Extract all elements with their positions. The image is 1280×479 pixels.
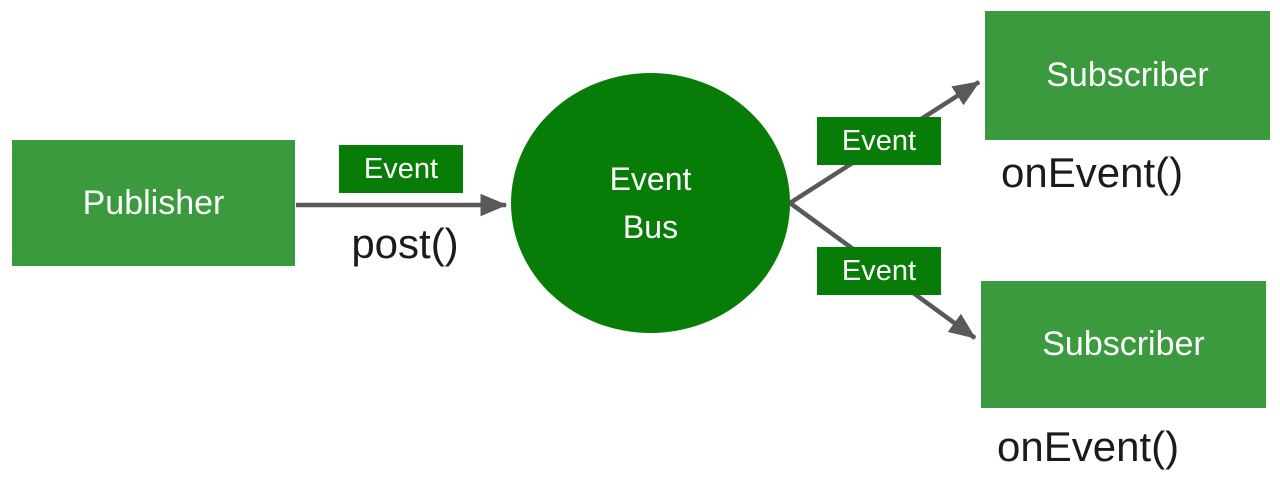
event-badge-subscribe-top: Event (817, 117, 941, 165)
event-badge-publish-label: Event (363, 152, 439, 185)
event-badge-subscribe-bottom: Event (817, 247, 941, 295)
post-method-label: post() (351, 220, 459, 267)
onevent-method-label-top: onEvent() (1001, 149, 1184, 196)
event-bus-label-line2: Bus (622, 209, 679, 245)
publisher-label: Publisher (82, 183, 225, 222)
subscriber-node-top: Subscriber (985, 11, 1270, 140)
event-badge-publish: Event (339, 145, 463, 193)
event-badge-subscribe-top-label: Event (841, 124, 917, 157)
event-bus-node: Event Bus (511, 73, 790, 333)
event-badge-subscribe-bottom-label: Event (841, 254, 917, 287)
publisher-node: Publisher (12, 140, 295, 266)
onevent-method-label-bottom: onEvent() (997, 423, 1180, 470)
subscriber-node-bottom: Subscriber (981, 281, 1266, 408)
subscriber-bottom-label: Subscriber (1042, 325, 1205, 363)
subscriber-top-label: Subscriber (1046, 56, 1209, 94)
event-bus-label-line1: Event (609, 161, 692, 197)
